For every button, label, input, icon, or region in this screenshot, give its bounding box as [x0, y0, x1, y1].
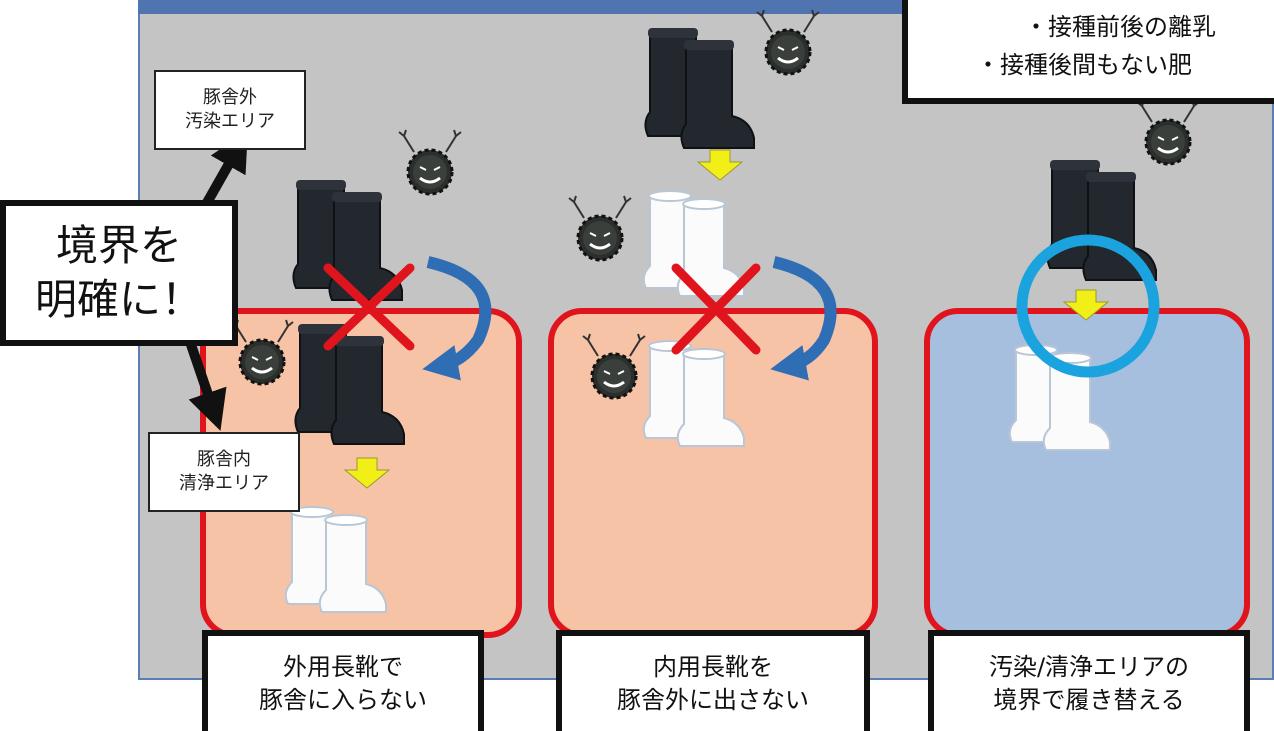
outside-area-line-2: 汚染エリア [185, 111, 275, 132]
note-box: ・接種前後の離乳 ・接種後間もない肥 [902, 0, 1274, 104]
caption-boundary-change: 汚染/清浄エリアの 境界で履き替える [928, 630, 1250, 731]
caption-outside-boots: 外用長靴で 豚舎に入らない [202, 630, 484, 731]
virus-icon [1135, 98, 1201, 166]
cross-mark-icon [323, 263, 415, 351]
ok-circle-icon [1016, 234, 1160, 378]
caption-line: 豚舎に入らない [259, 685, 427, 714]
inside-area-line-2: 清浄エリア [179, 473, 269, 494]
caption-line: 境界で履き替える [993, 685, 1185, 714]
down-arrow-icon [697, 149, 743, 181]
inside-area-label: 豚舎内 清浄エリア [148, 432, 300, 512]
top-bar [138, 0, 918, 14]
cross-mark-icon [671, 263, 761, 355]
boundary-callout: 境界を 明確に！ [0, 200, 238, 346]
white-boots-inside [644, 341, 744, 446]
inside-area-line-1: 豚舎内 [197, 449, 251, 470]
virus-icon [755, 8, 821, 76]
boundary-line-2: 明確に！ [34, 275, 203, 324]
note-line-1: ・接種前後の離乳 [1024, 13, 1216, 41]
curved-arrow-icon [422, 256, 492, 381]
outside-area-label: 豚舎外 汚染エリア [154, 70, 306, 150]
caption-line: 内用長靴を [653, 652, 773, 681]
caption-line: 外用長靴で [283, 652, 403, 681]
curved-arrow-icon [770, 256, 837, 381]
virus-icon [229, 318, 295, 386]
outside-area-line-1: 豚舎外 [203, 87, 257, 108]
black-boots-top [645, 28, 754, 148]
caption-inside-boots: 内用長靴を 豚舎外に出さない [556, 630, 870, 731]
white-boots-scene1 [286, 507, 386, 612]
down-arrow-icon [1063, 289, 1109, 321]
caption-line: 豚舎外に出さない [617, 685, 809, 714]
black-boots-inside-zone [295, 324, 404, 444]
caption-line: 汚染/清浄エリアの [988, 652, 1190, 681]
note-line-2: ・接種後間もない肥 [976, 51, 1192, 79]
boundary-line-1: 境界を [55, 221, 182, 270]
virus-icon [397, 128, 463, 196]
virus-icon [567, 194, 633, 262]
virus-icon [581, 332, 647, 400]
down-arrow-icon [344, 457, 390, 489]
